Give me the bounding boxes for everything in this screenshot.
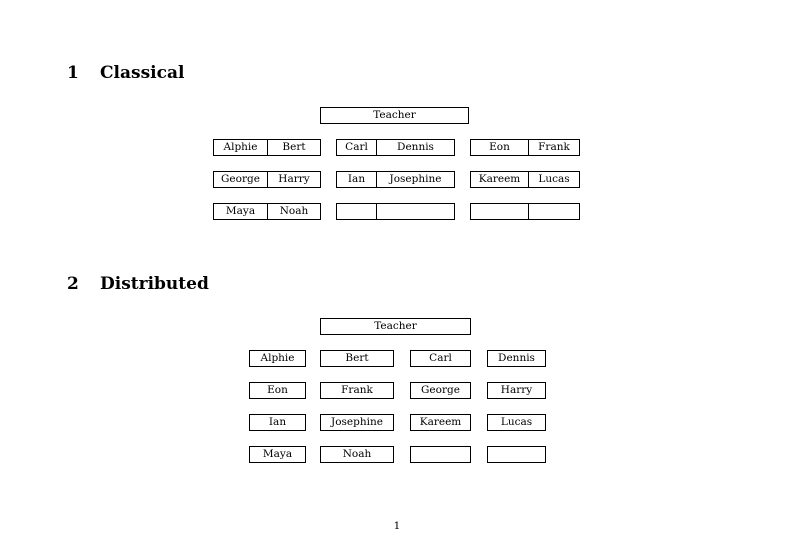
student-cell-empty: [410, 446, 471, 463]
distributed-teacher-box: Teacher: [320, 318, 471, 335]
student-cell: Carl: [336, 139, 376, 156]
student-cell: Lucas: [487, 414, 546, 431]
classical-group-left-row-2: George Harry: [213, 171, 321, 188]
student-cell: Alphie: [249, 350, 306, 367]
student-cell: Dennis: [487, 350, 546, 367]
student-cell: Lucas: [528, 171, 580, 188]
classical-group-left-row-1: Alphie Bert: [213, 139, 321, 156]
student-cell: Eon: [470, 139, 528, 156]
student-cell: Eon: [249, 382, 306, 399]
student-cell-empty: [470, 203, 528, 220]
classical-group-middle-row-3: [336, 203, 455, 220]
classical-group-middle-row-1: Carl Dennis: [336, 139, 455, 156]
student-cell: Harry: [487, 382, 546, 399]
student-cell: Josephine: [320, 414, 394, 431]
classical-group-right-row-2: Kareem Lucas: [470, 171, 580, 188]
student-cell: Noah: [320, 446, 394, 463]
student-cell: Carl: [410, 350, 471, 367]
student-cell: Noah: [267, 203, 321, 220]
classical-group-right-row-3: [470, 203, 580, 220]
student-cell: Maya: [249, 446, 306, 463]
student-cell-empty: [528, 203, 580, 220]
student-cell: Frank: [320, 382, 394, 399]
section-number: 1: [67, 63, 79, 83]
student-cell: Bert: [320, 350, 394, 367]
section-heading-distributed: 2 Distributed: [67, 276, 209, 293]
classical-teacher-box: Teacher: [320, 107, 469, 124]
student-cell: George: [410, 382, 471, 399]
classical-group-left-row-3: Maya Noah: [213, 203, 321, 220]
student-cell-empty: [487, 446, 546, 463]
section-title: Distributed: [100, 274, 209, 294]
section-number: 2: [67, 274, 79, 294]
section-heading-classical: 1 Classical: [67, 65, 184, 82]
student-cell: Ian: [336, 171, 376, 188]
student-cell: Josephine: [376, 171, 455, 188]
student-cell: George: [213, 171, 267, 188]
student-cell: Kareem: [410, 414, 471, 431]
student-cell: Frank: [528, 139, 580, 156]
section-title: Classical: [100, 63, 185, 83]
student-cell: Maya: [213, 203, 267, 220]
student-cell: Harry: [267, 171, 321, 188]
classical-group-right-row-1: Eon Frank: [470, 139, 580, 156]
student-cell: Ian: [249, 414, 306, 431]
student-cell: Dennis: [376, 139, 455, 156]
student-cell-empty: [336, 203, 376, 220]
page-number: 1: [393, 520, 401, 532]
student-cell-empty: [376, 203, 455, 220]
student-cell: Bert: [267, 139, 321, 156]
student-cell: Alphie: [213, 139, 267, 156]
student-cell: Kareem: [470, 171, 528, 188]
classical-group-middle-row-2: Ian Josephine: [336, 171, 455, 188]
